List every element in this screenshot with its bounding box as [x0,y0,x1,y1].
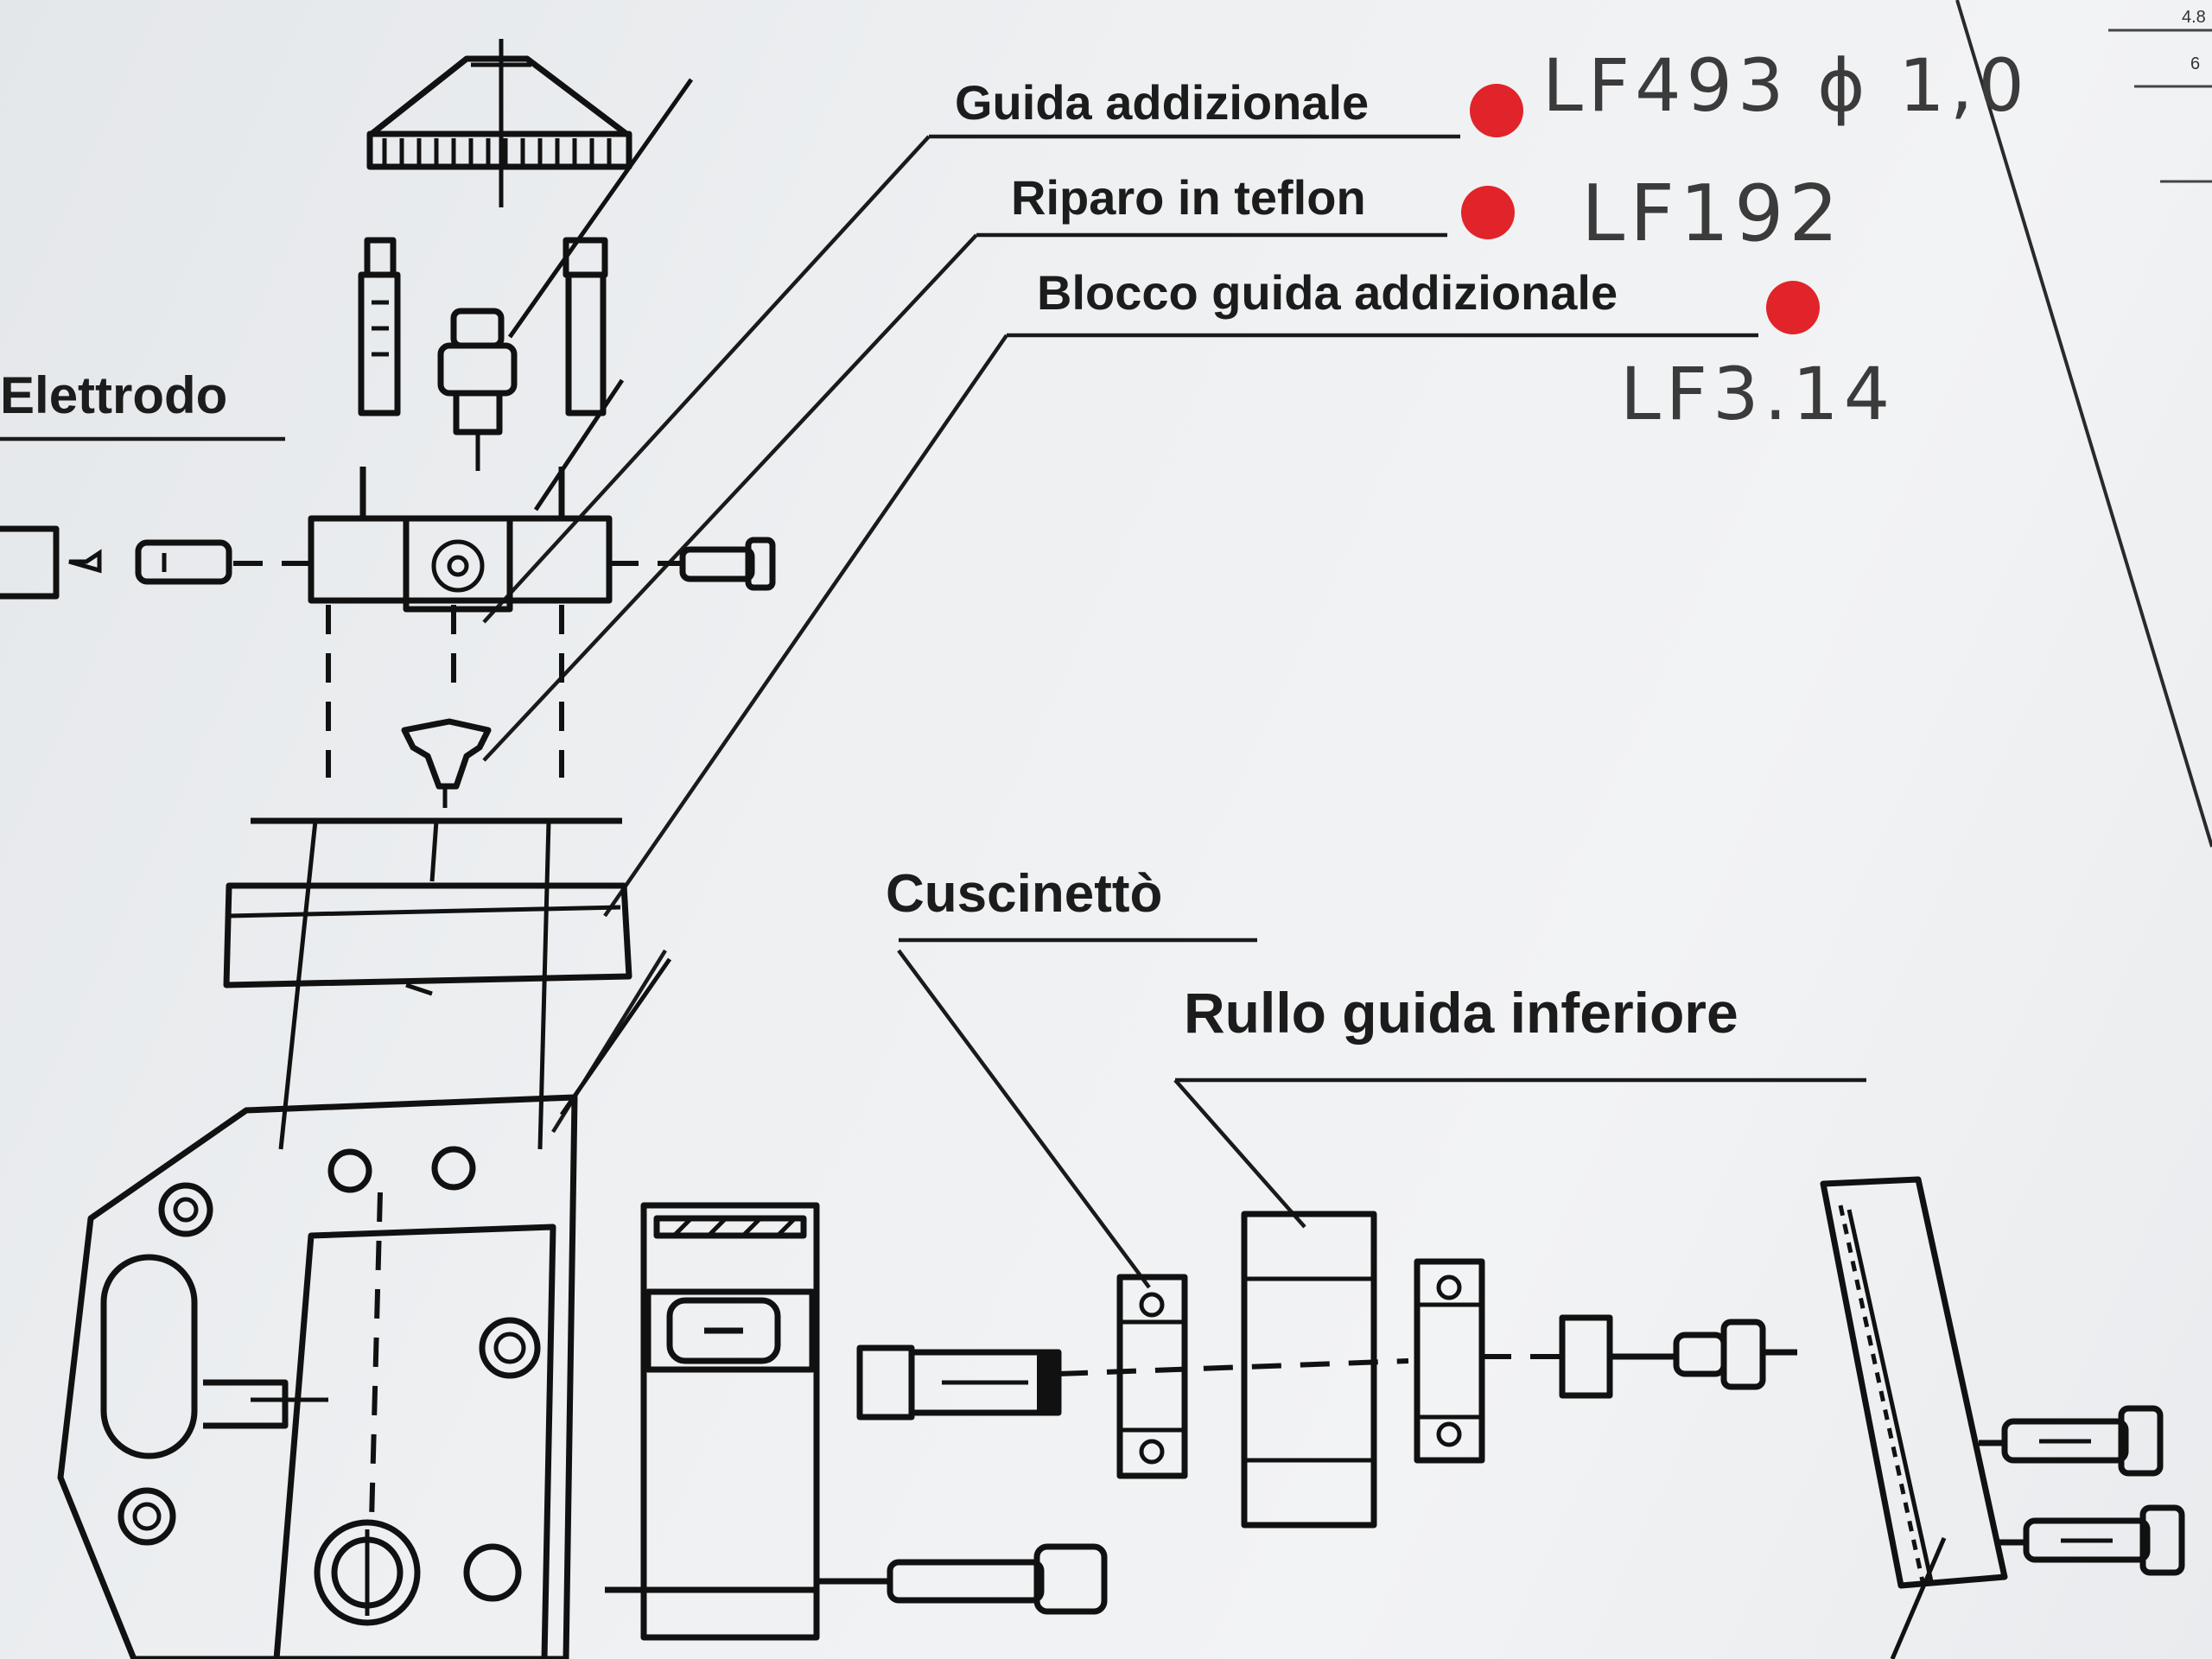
side-plate-screw-top [1979,1405,2164,1477]
label-blocco-guida: Blocco guida addizionale [1037,265,1618,320]
red-marker-dot [1461,186,1515,239]
guide-pin-right [563,237,608,416]
side-plate [1820,1176,2008,1659]
bottom-screw [817,1543,1108,1615]
leader-rullo [1173,1078,1306,1229]
roller-housing [605,1202,820,1641]
teflon-shield [401,718,492,808]
red-marker-dot [1766,281,1820,334]
leader-cuscinetto [897,949,1151,1289]
electrode-part [0,525,311,600]
label-rullo-guida: Rullo guida inferiore [1184,981,1738,1045]
handwritten-code-1: LF493 ϕ 1,0 [1542,43,2030,128]
margin-mark-top: 4.8 [2182,8,2206,27]
label-elettrodo: Elettrodo [0,366,227,424]
roller-nut-screw [1482,1314,1797,1399]
leader-riparo [482,233,978,762]
guide-line [429,820,439,882]
handwritten-code-2: LF192 [1581,168,1844,259]
axis-dashed-horizontal [1058,1358,1409,1376]
page-border-line [1955,0,2212,848]
additional-guide-block [223,882,632,996]
nozzle-cap [366,39,632,207]
handwritten-code-3: LF3.14 [1620,352,1895,436]
additional-guide-part [437,308,518,471]
margin-mark-second: 6 [2190,54,2200,73]
main-lower-body [57,1094,578,1659]
axis-line [507,78,694,339]
bearing-left [1116,1274,1188,1479]
electrode-holder-block [308,467,613,613]
guide-pin-left [358,237,401,416]
red-marker-dot [1470,84,1523,137]
label-cuscinetto: Cuscinettò [886,864,1162,924]
leader-guida [482,135,931,624]
roller-shaft [856,1344,1062,1421]
bearing-right [1414,1258,1485,1464]
side-plate-screw-bottom [1996,1504,2185,1576]
axis-line [533,378,625,512]
axis-line [559,957,672,1116]
guide-line [537,820,551,1150]
lower-roller [1241,1211,1377,1529]
label-guida-addizionale: Guida addizionale [955,75,1369,130]
leader-blocco [603,334,1008,918]
label-riparo-teflon: Riparo in teflon [1011,170,1366,225]
block-screw-right [609,537,776,591]
